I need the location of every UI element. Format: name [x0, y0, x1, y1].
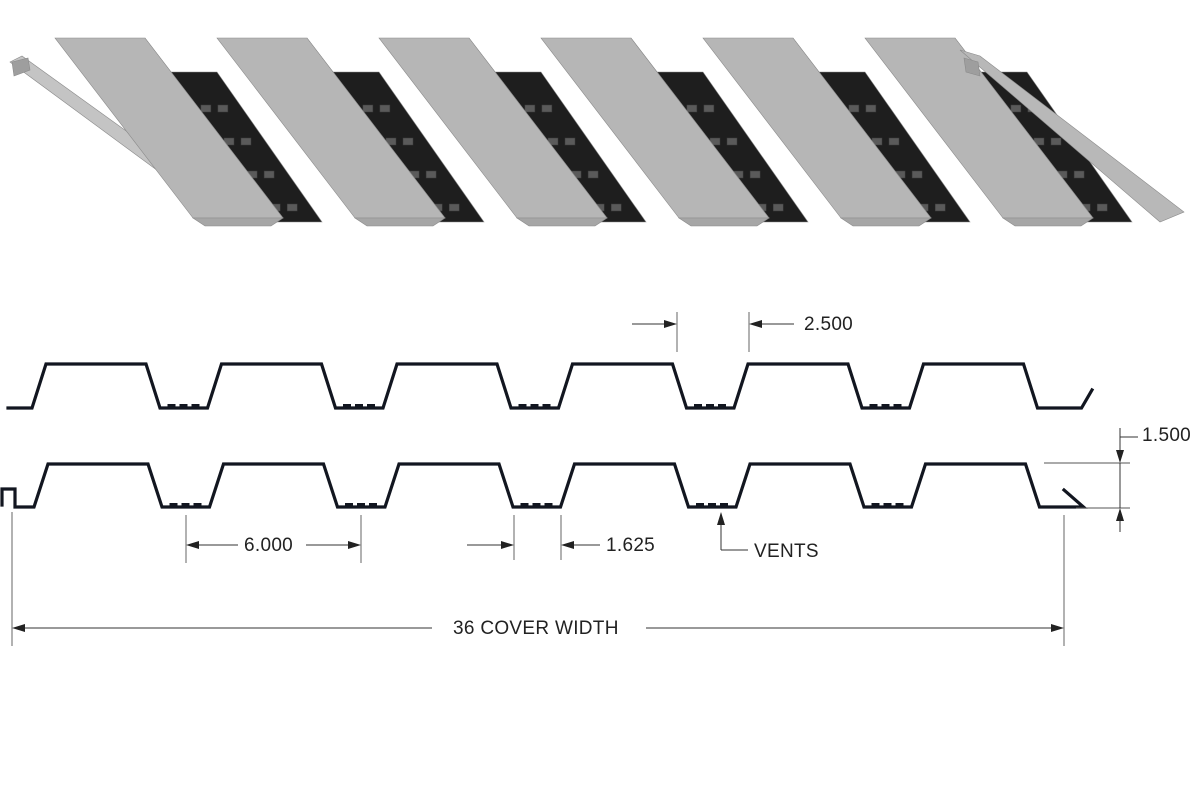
vent-mark	[191, 404, 200, 408]
panel-vent-hole	[425, 170, 437, 179]
vent-mark	[544, 503, 553, 507]
panel-vent-hole	[448, 203, 460, 212]
vent-mark	[869, 404, 878, 408]
vent-mark	[367, 404, 375, 408]
panel-vent-hole	[379, 104, 391, 113]
panel-vent-hole	[286, 203, 298, 212]
panel-rib-front	[516, 217, 608, 227]
panel-vent-hole	[749, 170, 761, 179]
panel-vent-hole	[1010, 104, 1022, 113]
panel-rib-front	[678, 217, 770, 227]
vent-mark	[181, 503, 190, 507]
panel-right-lip	[963, 57, 981, 77]
dimension-label-2-500: 2.500	[804, 314, 853, 335]
vent-mark	[881, 404, 890, 408]
vent-mark	[355, 404, 363, 408]
vent-mark	[893, 404, 902, 408]
vent-mark	[708, 503, 716, 507]
panel-vent-hole	[541, 104, 553, 113]
vent-mark	[520, 503, 529, 507]
vent-mark	[720, 503, 728, 507]
panel-rib-front	[354, 217, 446, 227]
panel-vent-hole	[200, 104, 212, 113]
panel-vent-hole	[772, 203, 784, 212]
vent-mark	[696, 503, 704, 507]
vents-callout: VENTS	[717, 512, 819, 562]
panel-vent-hole	[362, 104, 374, 113]
vent-mark	[883, 503, 892, 507]
vents-label: VENTS	[754, 541, 819, 562]
vent-mark	[343, 404, 351, 408]
vent-mark	[167, 404, 176, 408]
panel-vent-hole	[934, 203, 946, 212]
vent-mark	[718, 404, 726, 408]
panel-vent-hole	[217, 104, 229, 113]
panel-vent-hole	[888, 137, 900, 146]
dimension-valley-width: 1.625	[467, 515, 655, 560]
vent-mark	[871, 503, 880, 507]
dimension-label-1-500: 1.500	[1142, 425, 1191, 446]
panel-vent-hole	[865, 104, 877, 113]
panel-3d-render	[9, 37, 1185, 227]
vent-mark	[542, 404, 551, 408]
vent-mark	[369, 503, 377, 507]
panel-left-lip	[11, 57, 31, 77]
vent-mark	[532, 503, 541, 507]
panel-vent-hole	[564, 137, 576, 146]
panel-vent-hole	[1073, 170, 1085, 179]
profile-lower	[0, 462, 1088, 509]
vent-mark	[169, 503, 178, 507]
profile-upper	[6, 362, 1095, 410]
dimension-label-1-625: 1.625	[606, 535, 655, 556]
vent-mark	[706, 404, 714, 408]
dimension-label-cover-width: 36 COVER WIDTH	[453, 618, 619, 639]
panel-vent-hole	[726, 137, 738, 146]
panel-vent-hole	[610, 203, 622, 212]
vent-mark	[694, 404, 702, 408]
dimension-rib-top-gap: 2.500	[632, 312, 853, 352]
panel-vent-hole	[911, 170, 923, 179]
panel-vent-hole	[402, 137, 414, 146]
dimension-label-6-000: 6.000	[244, 535, 293, 556]
vents-upper	[167, 404, 902, 408]
panel-vent-hole	[587, 170, 599, 179]
panel-vent-hole	[686, 104, 698, 113]
vent-mark	[895, 503, 904, 507]
vents-lower	[169, 503, 904, 507]
panel-vent-hole	[263, 170, 275, 179]
dimension-cover-width: 36 COVER WIDTH	[11, 512, 1065, 646]
panel-rib-front	[192, 217, 284, 227]
vent-mark	[345, 503, 353, 507]
vent-mark	[518, 404, 527, 408]
vent-mark	[179, 404, 188, 408]
panel-vent-hole	[1096, 203, 1108, 212]
panel-vent-hole	[524, 104, 536, 113]
vent-mark	[530, 404, 539, 408]
panel-vent-hole	[848, 104, 860, 113]
panel-right-flange	[959, 49, 1185, 223]
panel-vent-hole	[1050, 137, 1062, 146]
dimension-rib-spacing: 6.000	[185, 515, 362, 563]
panel-vent-hole	[240, 137, 252, 146]
vent-mark	[193, 503, 202, 507]
vent-mark	[357, 503, 365, 507]
panel-rib-front	[840, 217, 932, 227]
panel-rib-front	[1002, 217, 1094, 227]
dimension-rib-height: 1.500	[1044, 425, 1191, 532]
panel-vent-hole	[703, 104, 715, 113]
